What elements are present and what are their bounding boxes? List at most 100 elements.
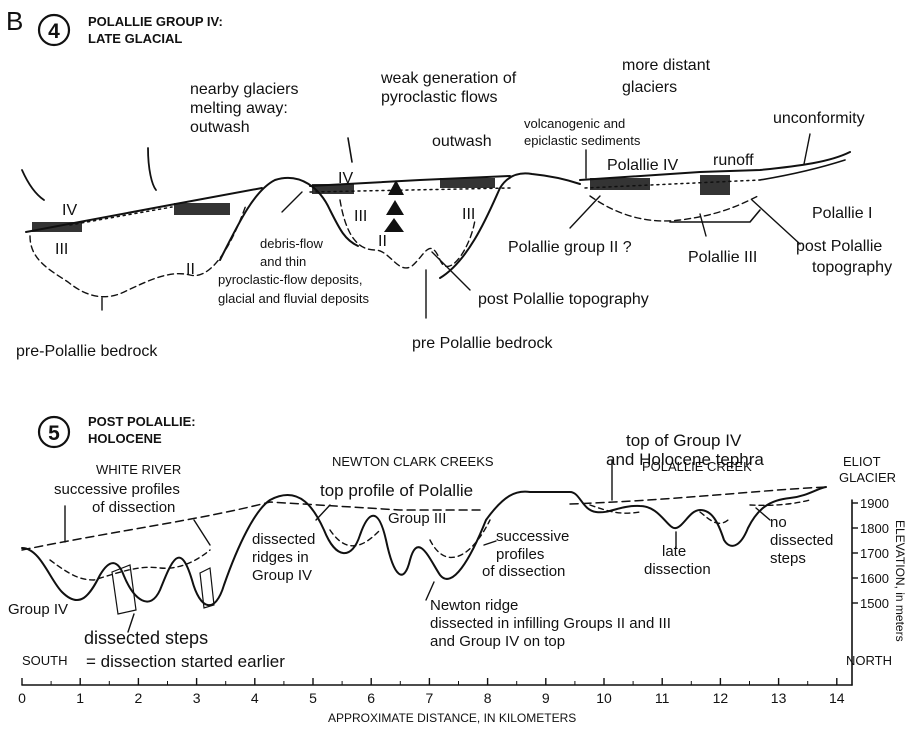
label-successive-left-1: successive profiles: [54, 481, 180, 498]
label-dissected-ridges-3: Group IV: [252, 567, 312, 584]
label-post-polallie-right-1: post Polallie: [796, 238, 882, 255]
label-polallie-iii: Polallie III: [688, 249, 757, 266]
label-dissected-ridges-1: dissected: [252, 531, 315, 548]
panel4-deposit-d: [440, 178, 495, 188]
panel4-arrow-c: [347, 137, 353, 163]
panel4-number: 4: [48, 20, 60, 43]
label-group-iv: Group IV: [8, 601, 68, 618]
label-pre-polallie-left: pre-Polallie bedrock: [16, 343, 158, 360]
panel4-triangle-column: [384, 180, 404, 232]
x-tick-label: 5: [309, 690, 317, 706]
y-axis-label: ELEVATION, in meters: [893, 520, 907, 642]
x-tick-label: 2: [135, 690, 143, 706]
label-roman-iii-mid: III: [354, 208, 367, 225]
label-roman-iii-left: III: [55, 241, 68, 258]
label-roman-iv-left: IV: [62, 202, 77, 219]
y-tick-label: 1900: [860, 496, 889, 511]
x-tick-label: 14: [829, 690, 845, 706]
label-dissection-started: = dissection started earlier: [86, 652, 285, 671]
label-polallie-i: Polallie I: [812, 205, 872, 222]
label-more-distant-2: glaciers: [622, 79, 677, 96]
label-newton-ridge-2: dissected in infilling Groups II and III: [430, 615, 671, 632]
label-post-polallie-right-2: topography: [812, 259, 892, 276]
x-tick-label: 12: [713, 690, 729, 706]
x-tick-label: 1: [76, 690, 84, 706]
label-north: NORTH: [846, 653, 892, 668]
x-axis-label: APPROXIMATE DISTANCE, IN KILOMETERS: [328, 711, 576, 725]
panel5-arrow-i: [127, 613, 135, 633]
panel4-deposit-f: [700, 175, 730, 195]
panel5-title-line2: HOLOCENE: [88, 431, 162, 446]
label-post-polallie-mid: post Polallie topography: [478, 291, 649, 308]
panel4-right-base: [669, 209, 761, 223]
label-successive-right-3: of dissection: [482, 563, 565, 580]
panel4-arrow-f: [803, 133, 811, 165]
label-top-group-iv-2: and Holocene tephra: [606, 450, 764, 469]
panel4-right-valley: [589, 194, 761, 222]
x-tick-label: 4: [251, 690, 259, 706]
panel4-right-surface: [579, 151, 851, 181]
panel4-mid-valley: [339, 199, 476, 269]
label-debris-3: pyroclastic-flow deposits,: [218, 272, 363, 287]
label-successive-right-1: successive: [496, 528, 569, 545]
panel4-profile: [21, 133, 851, 319]
label-newton-ridge-3: and Group IV on top: [430, 633, 565, 650]
y-tick-label: 1700: [860, 546, 889, 561]
panel5-profile: [21, 459, 827, 633]
label-late-dissection-1: late: [662, 543, 686, 560]
panel4-title-line2: LATE GLACIAL: [88, 31, 182, 46]
y-tick-label: 1800: [860, 521, 889, 536]
label-debris-1: debris-flow: [260, 236, 323, 251]
x-tick-label: 7: [426, 690, 434, 706]
label-group-iii: Group III: [388, 510, 446, 527]
label-weak-generation-1: weak generation of: [380, 70, 517, 87]
panel4-number-circle: [37, 13, 71, 47]
label-successive-right-2: profiles: [496, 546, 544, 563]
label-no-dissected-1: no: [770, 514, 787, 531]
panel5-arrow-f: [425, 581, 435, 601]
panel4-right-dotted: [584, 179, 761, 189]
label-late-dissection-2: dissection: [644, 561, 711, 578]
label-debris-2: and thin: [260, 254, 306, 269]
label-dissected-steps: dissected steps: [84, 628, 208, 648]
label-roman-ii-mid: II: [378, 233, 387, 250]
panel4-hill-a: [219, 177, 359, 261]
label-dissected-ridges-2: ridges in: [252, 549, 309, 566]
panel4-arrow-i: [431, 251, 471, 291]
panel4-deposit-c: [312, 184, 354, 194]
label-south: SOUTH: [22, 653, 68, 668]
label-more-distant-1: more distant: [622, 57, 711, 74]
x-tick-label: 10: [596, 690, 612, 706]
label-unconformity: unconformity: [773, 110, 865, 127]
x-tick-label: 9: [542, 690, 550, 706]
label-eliot-2: GLACIER: [839, 470, 896, 485]
panel5-arrow-e: [483, 540, 497, 546]
label-weak-generation-2: pyroclastic flows: [381, 89, 497, 106]
label-volcanogenic-2: epiclastic sediments: [524, 133, 641, 148]
label-successive-left-2: of dissection: [92, 499, 175, 516]
label-polallie-group-ii: Polallie group II ?: [508, 239, 632, 256]
x-tick-label: 11: [655, 690, 670, 706]
panel5-dissected-step-blocks: [111, 564, 215, 615]
panel4-deposit-a: [32, 222, 82, 232]
panel4-arrow-l: [569, 195, 601, 229]
x-tick-label: 8: [484, 690, 492, 706]
panel4-deposit-b: [174, 203, 230, 215]
label-polallie-iv: Polallie IV: [607, 157, 678, 174]
label-eliot-1: ELIOT: [843, 454, 881, 469]
label-pre-polallie-mid: pre Polallie bedrock: [412, 335, 554, 352]
panel5-surface-profile: [21, 486, 827, 607]
panel5-number-circle: [37, 415, 71, 449]
label-newton-ridge-1: Newton ridge: [430, 597, 518, 614]
label-roman-iv-mid: IV: [338, 170, 353, 187]
panel5-top-profile-dashed: [21, 486, 827, 551]
panel4-left-valley: [29, 204, 247, 298]
label-no-dissected-3: steps: [770, 550, 806, 567]
panel5-arrow-h: [755, 507, 771, 521]
label-debris-4: glacial and fluvial deposits: [218, 291, 370, 306]
y-tick-label: 1600: [860, 571, 889, 586]
panel4-hill-b: [439, 172, 581, 279]
